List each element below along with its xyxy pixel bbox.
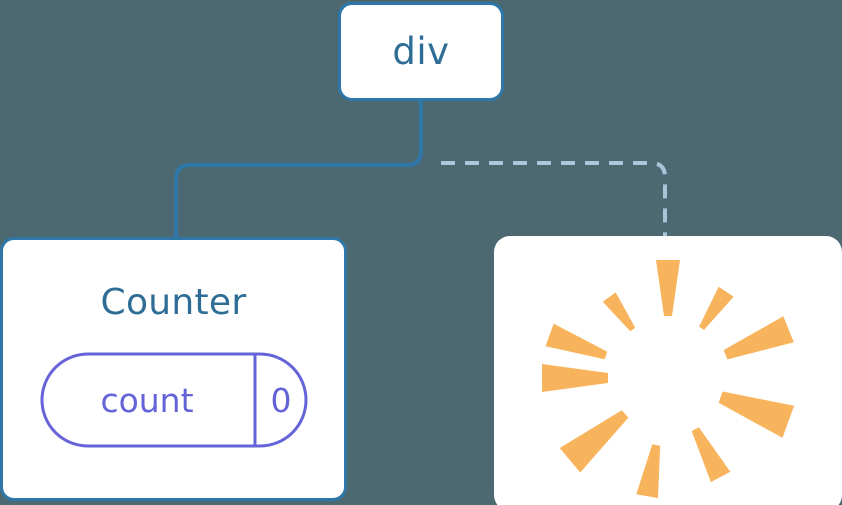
state-pill-outline — [40, 352, 307, 448]
node-counter[interactable]: Counter count 0 — [0, 237, 347, 501]
node-div[interactable]: div — [338, 2, 504, 101]
state-key-label: count — [100, 380, 194, 420]
sparkle-ray-8 — [718, 391, 795, 438]
sparkle-ray-7 — [691, 427, 731, 483]
sparkle-ray-2 — [602, 292, 636, 332]
sparkle-ray-9 — [723, 316, 794, 360]
sparkle-ray-5 — [559, 410, 629, 473]
state-pill-count[interactable]: count 0 — [40, 352, 308, 448]
sparkle-ray-4 — [542, 364, 608, 392]
sparkle-ray-6 — [636, 444, 661, 499]
sparkle-ray-3 — [545, 323, 608, 360]
sparkle-ray-1 — [656, 260, 680, 316]
node-counter-label: Counter — [100, 282, 247, 323]
edge-div-to-pending — [441, 161, 667, 238]
node-div-label: div — [392, 30, 450, 73]
state-value-label: 0 — [270, 380, 292, 420]
edge-div-to-counter — [174, 101, 423, 239]
node-pending[interactable] — [494, 236, 842, 505]
sparkle-ray-10 — [699, 286, 734, 330]
sparkle-burst-icon — [542, 260, 795, 499]
